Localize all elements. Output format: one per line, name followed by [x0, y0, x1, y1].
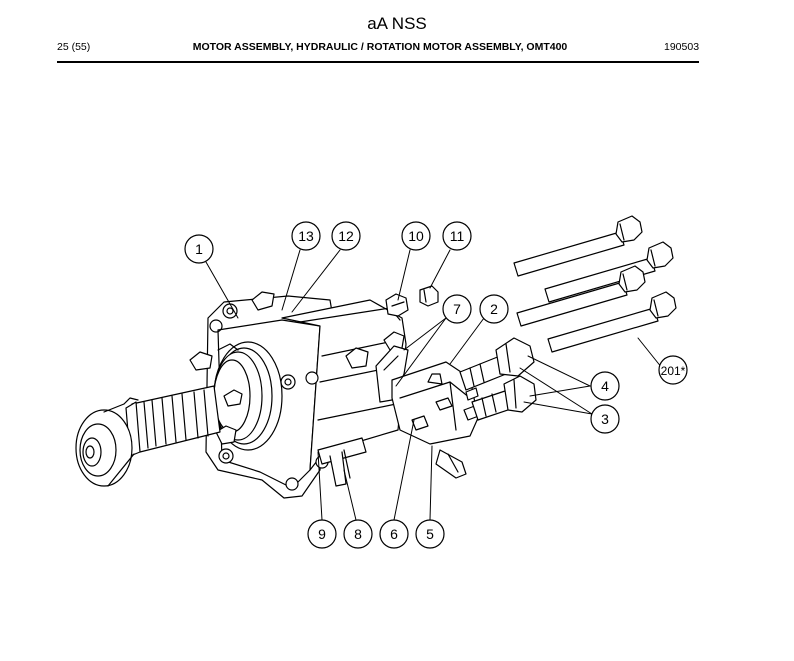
mounting-bolts — [513, 215, 677, 353]
callout-11: 11 — [442, 221, 472, 251]
callout-201: 201* — [658, 355, 688, 385]
svg-text:7: 7 — [453, 301, 461, 317]
callout-1: 1 — [184, 234, 214, 264]
svg-text:9: 9 — [318, 526, 326, 542]
svg-text:6: 6 — [390, 526, 398, 542]
svg-text:12: 12 — [338, 228, 354, 244]
svg-text:201*: 201* — [661, 364, 686, 378]
svg-text:5: 5 — [426, 526, 434, 542]
callout-10: 10 — [401, 221, 431, 251]
svg-text:4: 4 — [601, 378, 609, 394]
fittings-top — [385, 285, 439, 317]
motor-housing — [189, 291, 407, 499]
lower-bolts — [317, 437, 367, 487]
svg-text:2: 2 — [490, 301, 498, 317]
callout-3: 3 — [590, 404, 620, 434]
svg-text:8: 8 — [354, 526, 362, 542]
callout-7: 7 — [442, 294, 472, 324]
page-number: 25 (55) — [57, 41, 91, 53]
callouts: 1 13 12 10 11 7 2 201* 4 3 9 8 6 5 — [184, 221, 688, 549]
svg-text:3: 3 — [601, 411, 609, 427]
leader-lines — [205, 249, 663, 521]
callout-12: 12 — [331, 221, 361, 251]
svg-text:11: 11 — [450, 228, 465, 244]
svg-text:1: 1 — [195, 241, 203, 257]
svg-text:13: 13 — [298, 228, 314, 244]
callout-4: 4 — [590, 371, 620, 401]
callout-9: 9 — [307, 519, 337, 549]
callout-5: 5 — [415, 519, 445, 549]
output-shaft — [75, 385, 221, 487]
brand-logo-text: aA NSS — [367, 14, 427, 33]
callout-2: 2 — [479, 294, 509, 324]
callout-8: 8 — [343, 519, 373, 549]
svg-text:10: 10 — [408, 228, 424, 244]
callout-13: 13 — [291, 221, 321, 251]
callout-6: 6 — [379, 519, 409, 549]
page-title: MOTOR ASSEMBLY, HYDRAULIC / ROTATION MOT… — [192, 41, 568, 53]
document-number: 190503 — [664, 41, 700, 53]
port-fittings — [459, 337, 537, 421]
header-rule — [57, 61, 699, 63]
